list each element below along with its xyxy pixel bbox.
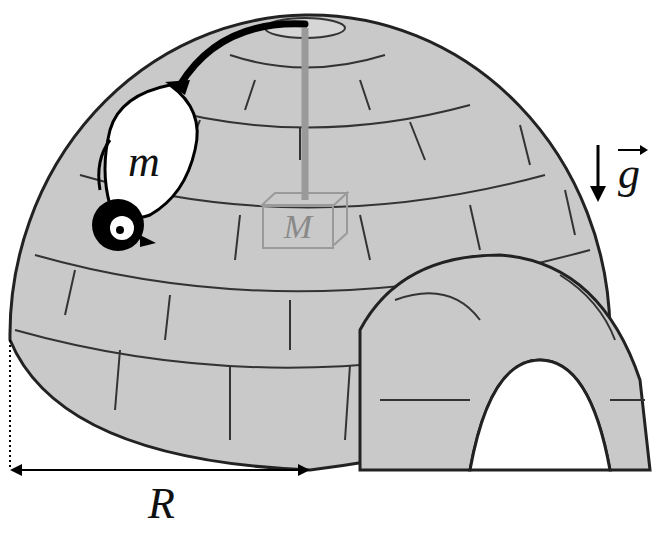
vector-label: g bbox=[618, 152, 640, 196]
rod bbox=[302, 28, 309, 200]
dimension-label: R bbox=[148, 482, 175, 526]
mass-label: m bbox=[128, 140, 160, 184]
penguin bbox=[92, 80, 197, 251]
igloo-dome bbox=[10, 15, 612, 470]
igloo-entrance bbox=[360, 255, 650, 470]
gravity-arrow bbox=[597, 145, 600, 190]
box-face bbox=[262, 193, 347, 245]
dimension-line bbox=[9, 340, 11, 470]
mass-box: M bbox=[262, 205, 334, 249]
mass-label: M bbox=[284, 210, 312, 244]
rope bbox=[180, 24, 305, 85]
